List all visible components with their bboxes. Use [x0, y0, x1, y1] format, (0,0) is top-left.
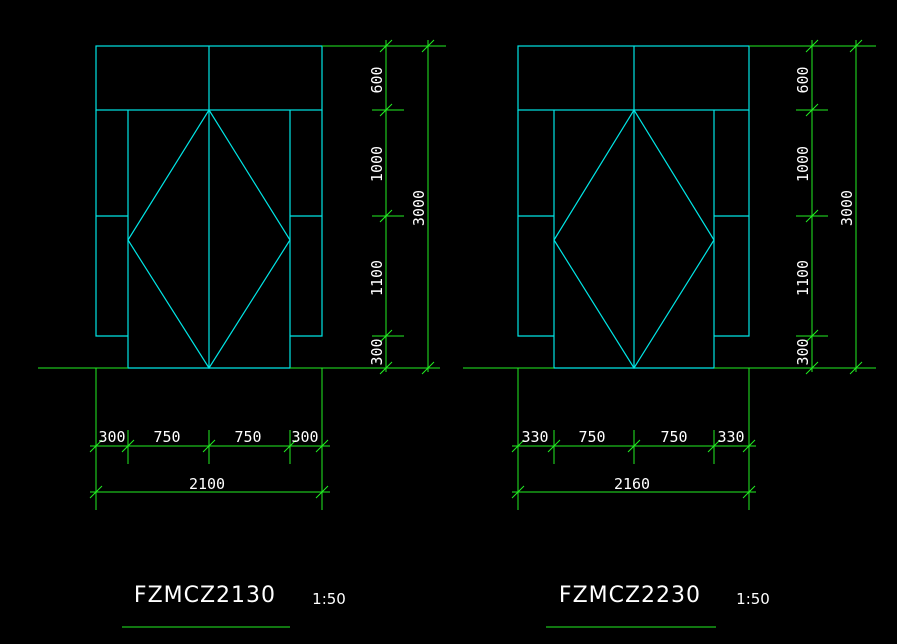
drawing-title-left: FZMCZ2130	[134, 583, 276, 608]
horizontal-dimensions-left	[89, 368, 330, 510]
dim-width-4-left: 300	[291, 428, 318, 446]
vertical-dimensions-left	[322, 39, 446, 375]
dim-height-2-left: 1000	[368, 146, 386, 182]
dim-width-3-left: 750	[234, 428, 261, 446]
dim-height-2-right: 1000	[794, 146, 812, 182]
dim-width-4-right: 330	[717, 428, 744, 446]
diamond-panel-left	[127, 108, 291, 370]
dim-height-4-right: 300	[794, 338, 812, 365]
dim-total-width-right: 2160	[614, 475, 650, 493]
horizontal-dimensions-right	[511, 368, 756, 510]
drawing-title-right: FZMCZ2230	[559, 583, 701, 608]
door-outline-right	[517, 45, 750, 370]
dim-width-2-right: 750	[578, 428, 605, 446]
dim-total-width-left: 2100	[189, 475, 225, 493]
door-drawing-right: 600 1000 1100 300 3000 330 750 750 330 2…	[463, 39, 876, 628]
dim-height-1-right: 600	[794, 66, 812, 93]
dim-height-3-right: 1100	[794, 260, 812, 296]
dim-height-4-left: 300	[368, 338, 386, 365]
diamond-panel-right	[553, 108, 715, 370]
drawing-scale-left: 1:50	[312, 590, 346, 608]
dim-total-height-right: 3000	[838, 190, 856, 226]
door-outline-left	[95, 45, 323, 370]
dim-width-3-right: 750	[660, 428, 687, 446]
dim-height-3-left: 1100	[368, 260, 386, 296]
drawing-scale-right: 1:50	[736, 590, 770, 608]
dim-total-height-left: 3000	[410, 190, 428, 226]
dim-width-1-left: 300	[98, 428, 125, 446]
door-drawing-left: 600 1000 1100 300 3000 300 750 750 300 2…	[38, 39, 446, 628]
vertical-dimensions-right	[749, 39, 876, 375]
dim-width-2-left: 750	[153, 428, 180, 446]
dim-width-1-right: 330	[521, 428, 548, 446]
dim-height-1-left: 600	[368, 66, 386, 93]
